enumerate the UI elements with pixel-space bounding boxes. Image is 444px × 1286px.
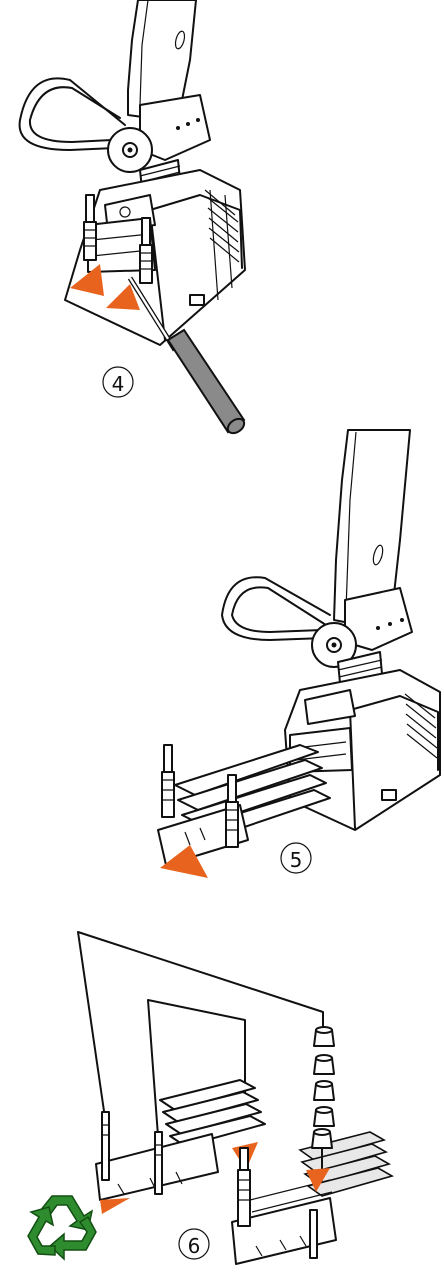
pin-left <box>84 195 96 260</box>
pin-right <box>226 775 238 847</box>
pin-right-new <box>238 1148 250 1226</box>
step-number: 4 <box>112 372 125 396</box>
pin-left <box>102 1112 109 1180</box>
recycle-icon <box>28 1196 96 1259</box>
arrow-icon <box>100 1198 130 1214</box>
ferrule-icon <box>312 1027 334 1148</box>
step-number: 6 <box>188 1234 201 1258</box>
step-5-illustration: 5 <box>158 430 440 878</box>
pin-right <box>140 218 152 283</box>
step-4-illustration: 4 <box>20 0 247 436</box>
cartridge <box>158 745 330 865</box>
pin-right <box>155 1132 162 1194</box>
pin-left <box>162 745 174 817</box>
step-number: 5 <box>290 848 303 872</box>
pin-right-new-2 <box>310 1210 317 1258</box>
step-6-illustration: 6 <box>28 932 392 1264</box>
